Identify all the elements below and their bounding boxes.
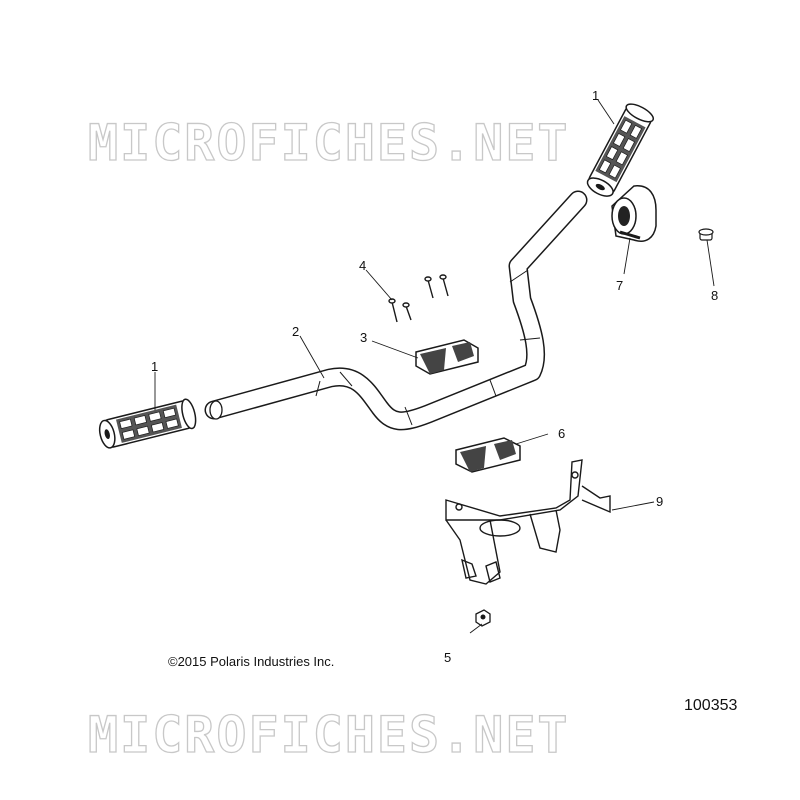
callout-6: 6 [558, 426, 565, 441]
callout-7: 7 [616, 278, 623, 293]
watermark-top: MICROFICHES.NET [88, 114, 570, 172]
diagram-number: 100353 [684, 697, 738, 714]
clamp-upper[interactable] [415, 339, 479, 375]
callout-1-left: 1 [151, 359, 158, 374]
callout-1-right: 1 [592, 88, 599, 103]
watermark-bottom: MICROFICHES.NET [88, 706, 570, 764]
callout-2: 2 [292, 324, 299, 339]
bolts[interactable] [388, 274, 449, 323]
handlebar[interactable] [204, 190, 588, 431]
leader-lines [154, 99, 715, 634]
callout-5: 5 [444, 650, 451, 665]
callout-9: 9 [656, 494, 663, 509]
callout-4: 4 [359, 258, 366, 273]
nut[interactable] [475, 609, 491, 627]
callout-8: 8 [711, 288, 718, 303]
callouts: 1 1 2 3 4 5 6 7 8 9 [151, 88, 718, 665]
grip-right[interactable] [584, 101, 656, 201]
copyright-notice: ©2015 Polaris Industries Inc. [168, 654, 335, 669]
plug[interactable] [698, 228, 714, 241]
mounting-bracket[interactable] [445, 459, 611, 585]
handlebar-pad[interactable] [611, 185, 657, 242]
callout-3: 3 [360, 330, 367, 345]
grip-left[interactable] [97, 398, 198, 451]
clamp-lower[interactable] [455, 437, 521, 473]
